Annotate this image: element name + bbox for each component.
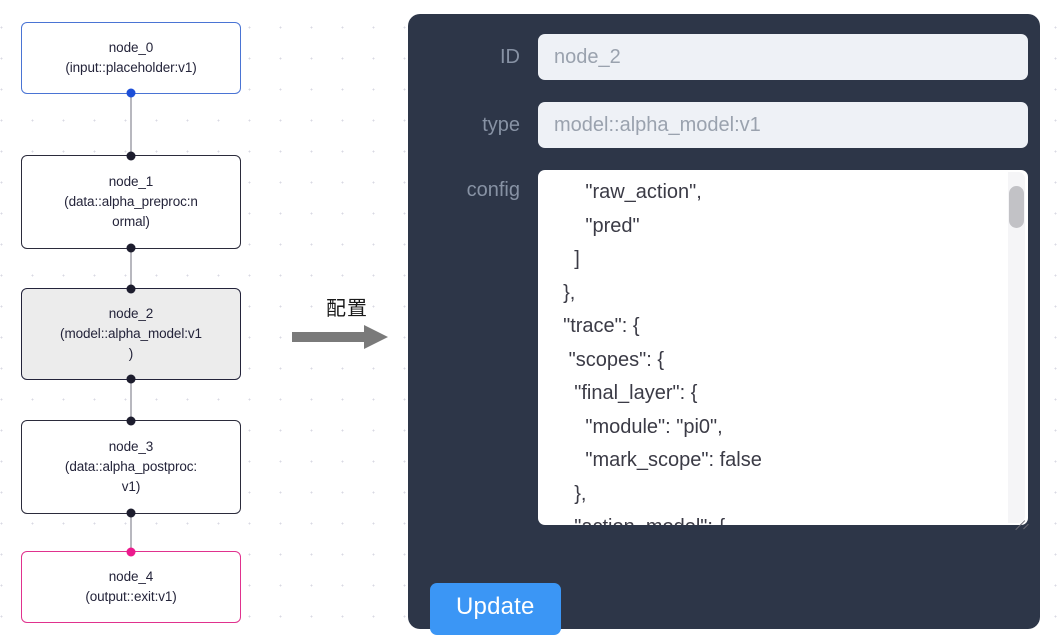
flow-node-node_1[interactable]: node_1 (data::alpha_preproc:n ormal) [21,151,241,253]
node-subtitle-line-1: (data::alpha_preproc:n [64,194,198,209]
annotation-label: 配置 [326,296,368,320]
flow-node-node_0[interactable]: node_0 (input::placeholder:v1) [21,22,241,98]
node-handle-source[interactable] [126,243,136,253]
node-subtitle-line-2: ormal) [112,214,150,229]
field-row-config: config "raw_action", "pred" ] }, "trace"… [420,170,1030,531]
type-label: type [482,114,520,136]
node-subtitle-line-2: v1) [121,479,141,494]
field-row-id: ID [420,34,1028,80]
flow-node-node_4[interactable]: node_4 (output::exit:v1) [21,547,241,623]
node-config-panel: ID type config "raw_action", "pred" ] },… [408,14,1040,635]
node-subtitle-line-2: ) [128,346,134,361]
node-subtitle-line-1: (data::alpha_postproc: [64,459,198,474]
type-input[interactable] [538,102,1028,148]
id-input[interactable] [538,34,1028,80]
node-handle-source[interactable] [126,88,136,98]
flow-node-node_3[interactable]: node_3 (data::alpha_postproc: v1) [21,416,241,518]
resize-grip-icon[interactable] [1011,508,1030,531]
node-handle-source[interactable] [126,374,136,384]
config-textarea-wrapper: "raw_action", "pred" ] }, "trace": { "sc… [538,170,1030,531]
config-textarea[interactable]: "raw_action", "pred" ] }, "trace": { "sc… [538,170,1028,525]
field-row-type: type [420,102,1028,148]
update-button[interactable]: Update [430,583,561,635]
id-label: ID [500,46,520,68]
config-label: config [466,179,520,201]
config-scrollbar-track[interactable] [1008,172,1025,523]
node-title: node_2 [108,306,154,321]
node-title: node_0 [108,40,154,55]
node-handle-target[interactable] [126,284,136,294]
node-title: node_3 [108,439,154,454]
node-handle-source[interactable] [126,508,136,518]
config-scrollbar-thumb[interactable] [1009,186,1024,228]
node-handle-target[interactable] [126,416,136,426]
node-subtitle: (input::placeholder:v1) [65,60,197,75]
flow-node-node_2[interactable]: node_2 (model::alpha_model:v1 ) [21,284,241,384]
annotation-group: 配置 [292,296,402,352]
node-handle-target[interactable] [126,547,136,557]
node-subtitle-line-1: (model::alpha_model:v1 [60,326,202,341]
node-subtitle: (output::exit:v1) [85,589,177,604]
node-handle-target[interactable] [126,151,136,161]
node-title: node_4 [108,569,154,584]
right-arrow-icon [292,325,388,349]
node-title: node_1 [108,174,154,189]
